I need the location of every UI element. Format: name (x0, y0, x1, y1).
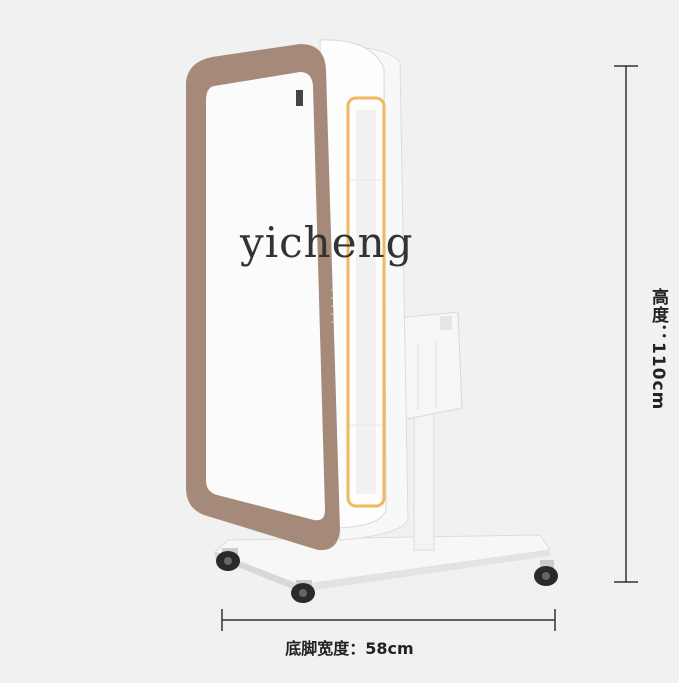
base-stand (214, 534, 551, 592)
height-label: 高度：110cm (648, 288, 668, 411)
side-bracket (397, 311, 463, 421)
height-dimension-line (614, 65, 638, 583)
support-pillar (413, 404, 435, 551)
caster-wheel (534, 560, 558, 586)
watermark-text: yicheng (240, 218, 414, 267)
width-label: 底脚宽度：58cm (285, 639, 414, 658)
table-housing (319, 39, 409, 541)
width-dimension-line (221, 609, 556, 631)
table-top-panel (186, 44, 340, 551)
caster-wheel (291, 580, 315, 603)
caster-wheel (216, 548, 240, 571)
